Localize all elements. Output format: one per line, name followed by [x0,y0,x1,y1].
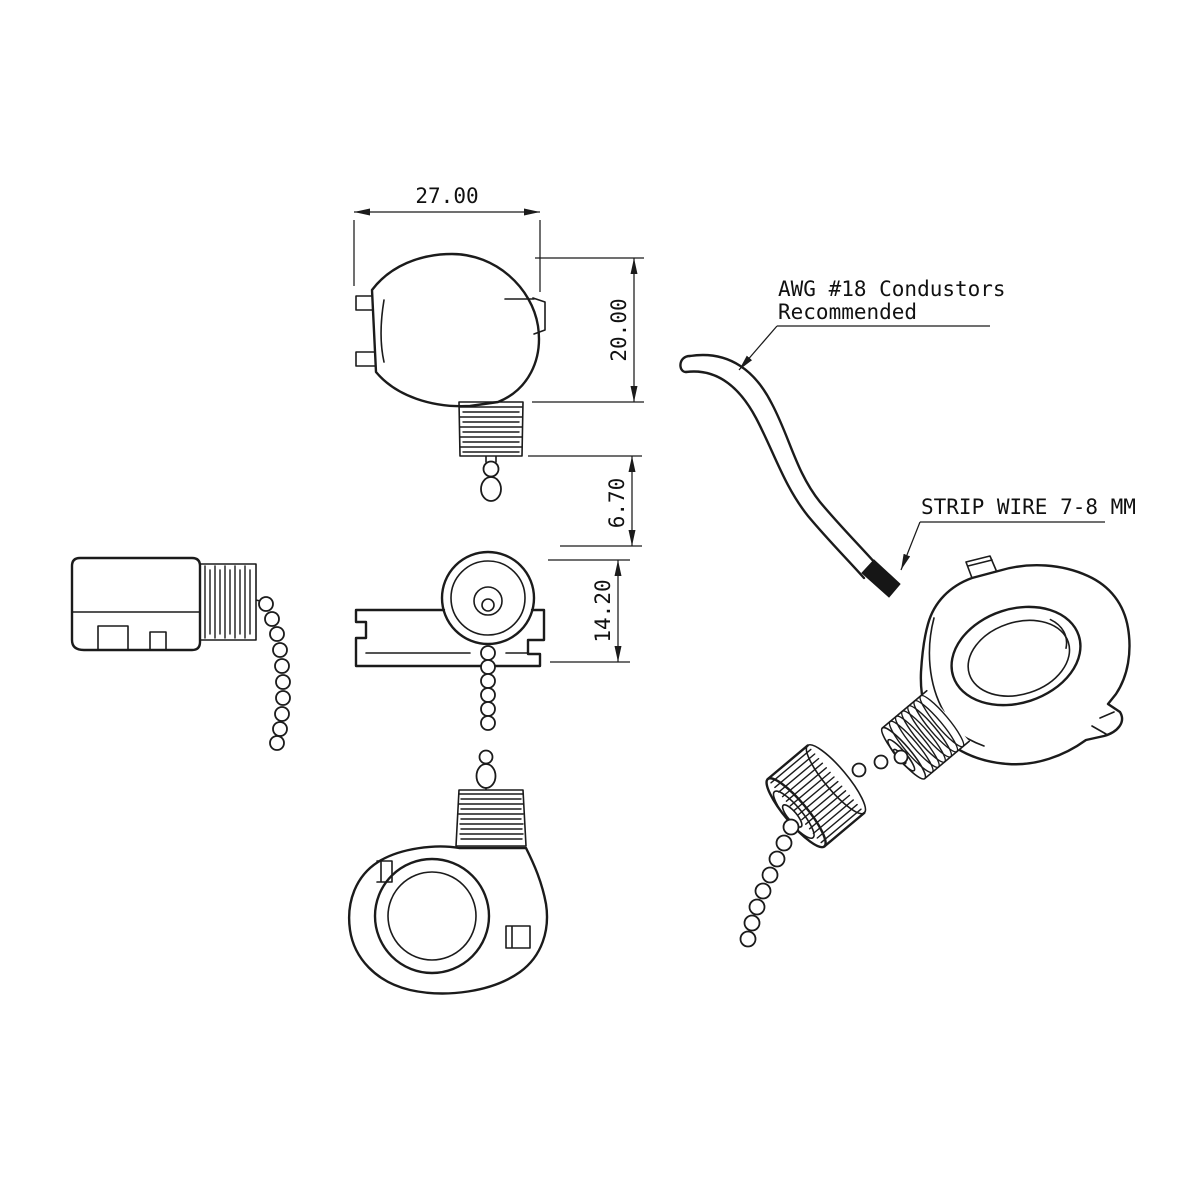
body-opening [950,605,1082,707]
dimension-stem: 6.70 [528,455,642,547]
dimension-height-label: 20.00 [607,298,631,361]
dimension-width: 27.00 [353,184,541,292]
chain-3d [739,749,909,948]
side-view-housing [70,556,202,652]
annotation-conductors: AWG #18 Condustors Recommended [738,277,1006,371]
extension-lines [532,257,644,403]
extension-lines [528,455,642,547]
conductors-label-line2: Recommended [778,300,917,324]
top-view [355,252,546,502]
conductors-label-line1: AWG #18 Condustors [778,277,1006,301]
top-view-left-tabs [355,295,376,367]
front-view-chain [475,645,497,789]
mounting-hole [373,857,491,975]
top-view-right-clip [532,297,546,335]
wire [679,353,901,598]
chain-bead [482,460,500,478]
stem-thread-lines [458,793,524,840]
bottom-view [348,787,549,995]
dimension-depth-label: 14.20 [591,579,615,642]
right-clip-detail [505,925,531,949]
chain-end-bell [480,476,502,502]
bottom-view-stem [455,787,527,847]
conductors-leader-line [738,325,778,371]
dimension-height: 20.00 [532,257,644,403]
wire-end-cap [679,354,692,374]
extension-lines [353,220,541,292]
perspective-view: AWG #18 Condustors Recommended STRIP WIR… [679,277,1136,948]
stem-thread-lines [459,406,523,453]
side-view [70,556,291,751]
dimension-stem-label: 6.70 [605,478,629,529]
annotation-strip-wire: STRIP WIRE 7-8 MM [900,495,1136,571]
front-view [354,550,546,789]
top-view-stem [458,401,524,463]
dimension-width-label: 27.00 [415,184,478,208]
wire-stripped-tip [861,559,901,598]
threaded-bushing [880,689,971,780]
bottom-view-body [348,845,549,995]
strip-wire-leader-line [900,521,921,571]
side-view-details [71,611,201,651]
chain-bead [478,749,494,765]
strip-wire-label: STRIP WIRE 7-8 MM [921,495,1136,519]
dimension-depth: 14.20 [548,559,630,663]
thread-lines [204,565,251,639]
body-facet-lines [928,555,1115,747]
left-clip-detail [376,860,393,883]
front-view-boss [440,550,536,646]
knurl-lines [770,748,862,844]
top-view-body [370,252,541,408]
top-view-seam [380,298,535,363]
side-view-chain [258,596,291,751]
side-view-threads [199,563,265,641]
front-view-body [354,608,546,668]
chain-end-bell [475,763,497,789]
knurled-nut [765,744,867,849]
